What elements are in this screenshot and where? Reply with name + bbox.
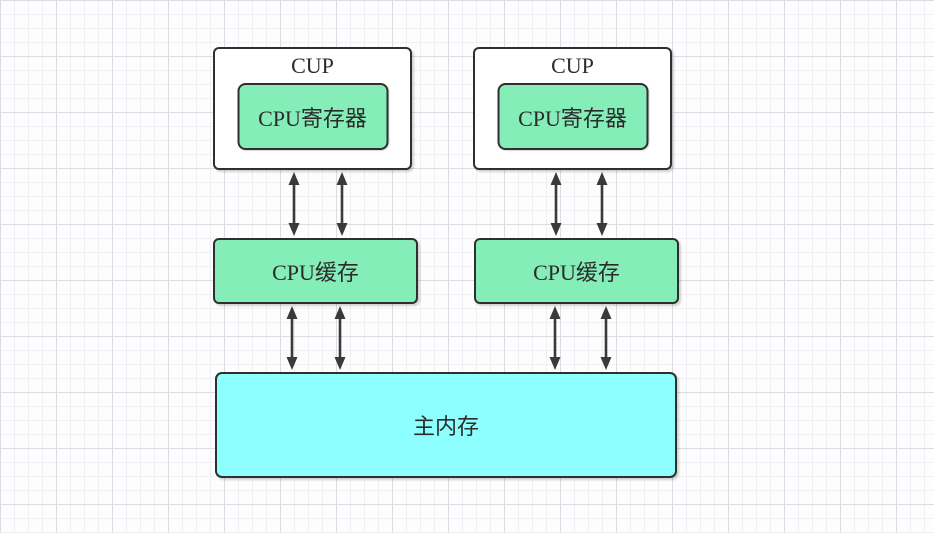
cpu-cache-left-label: CPU缓存 (272, 260, 359, 285)
cpu-unit-right: CUP CPU寄存器 (473, 47, 672, 170)
cpu-cache-right: CPU缓存 (474, 238, 679, 304)
cpu-unit-right-title: CUP (551, 53, 594, 78)
cpu-register-right: CPU寄存器 (497, 83, 648, 150)
cpu-unit-left-title: CUP (291, 53, 334, 78)
main-memory: 主内存 (215, 372, 677, 478)
bidirectional-arrow-cpuR-cacheR-1 (550, 172, 562, 236)
bidirectional-arrow-cpuR-cacheR-2 (596, 172, 608, 236)
bidirectional-arrow-cacheL-memory-2 (334, 306, 346, 370)
cpu-cache-right-label: CPU缓存 (533, 260, 620, 285)
bidirectional-arrow-cacheR-memory-2 (600, 306, 612, 370)
main-memory-label: 主内存 (412, 414, 479, 439)
cpu-register-right-label: CPU寄存器 (518, 105, 627, 131)
bidirectional-arrow-cpuL-cacheL-2 (336, 172, 348, 236)
cpu-register-left: CPU寄存器 (237, 83, 388, 150)
cpu-register-left-label: CPU寄存器 (258, 105, 367, 131)
bidirectional-arrow-cacheR-memory-1 (549, 306, 561, 370)
bidirectional-arrow-cacheL-memory-1 (286, 306, 298, 370)
bidirectional-arrow-cpuL-cacheL-1 (288, 172, 300, 236)
cpu-cache-left: CPU缓存 (213, 238, 418, 304)
cpu-unit-left: CUP CPU寄存器 (213, 47, 412, 170)
